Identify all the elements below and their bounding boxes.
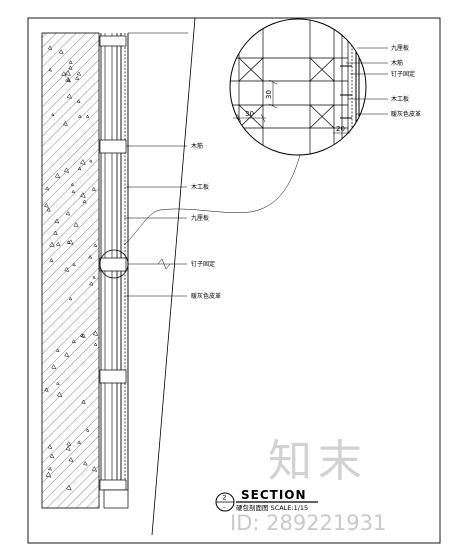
dim-20: 20 (336, 125, 345, 133)
section-title: SECTION (241, 488, 307, 502)
label-stud: 木筋 (191, 142, 203, 150)
label-nail: 钉子固定 (191, 260, 215, 268)
concrete-wall (41, 32, 100, 509)
detail-label-nail: 钉子固定 (391, 70, 415, 78)
label-panel: 九厘板 (191, 214, 209, 222)
sheet-reference: - (223, 503, 226, 511)
label-board: 木工板 (191, 183, 209, 191)
dim-30-vertical: 30 (265, 90, 273, 99)
section-subtitle: 硬包剖面图 SCALE:1/15 (236, 503, 308, 512)
detail-label-board: 木工板 (391, 95, 409, 103)
title-block: 2 - SECTION 硬包剖面图 SCALE:1/15 (215, 488, 318, 512)
watermark-brand: 知末 (268, 436, 368, 487)
detail-label-stud: 木筋 (391, 59, 403, 67)
section-number: 2 (223, 494, 227, 502)
panel-assembly (99, 33, 129, 509)
label-leather: 暖灰色皮革 (191, 292, 221, 300)
detail-circle: 30 30 20 (229, 18, 367, 156)
detail-label-panel: 九厘板 (391, 44, 409, 52)
watermark-id: ID: 289221931 (230, 511, 386, 535)
break-line-diagonal (151, 17, 196, 536)
sheet-border (27, 17, 441, 544)
section-leaders (123, 145, 301, 297)
detail-leaders (346, 47, 388, 115)
dim-30-horizontal: 30 (245, 110, 254, 118)
detail-label-leather: 暖灰色皮革 (391, 110, 421, 118)
